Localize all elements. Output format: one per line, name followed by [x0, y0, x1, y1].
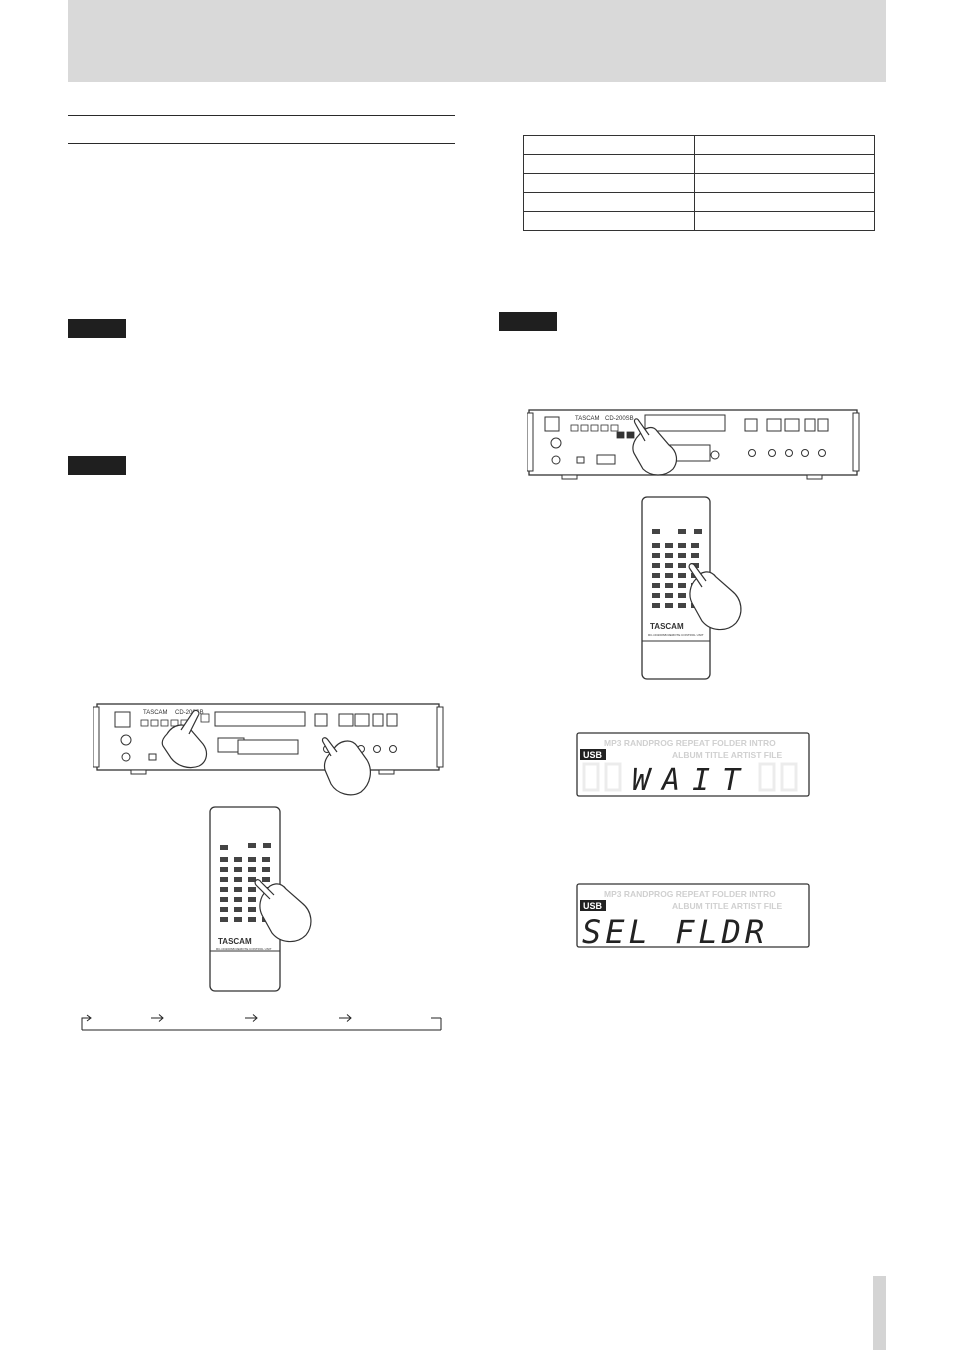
lcd-indicators-row2: ALBUM TITLE ARTIST FILE [672, 750, 783, 760]
note-tag-1 [68, 319, 126, 338]
lcd-indicators: MP3 RANDPROG REPEAT FOLDER INTRO [604, 738, 776, 748]
note-tag-3 [499, 312, 557, 331]
section-rule-top [68, 115, 455, 116]
lcd-wait-text: WAIT [632, 763, 752, 798]
remote-illustration-right: TASCAM RC-CD200SB REMOTE CONTROL UNIT [641, 496, 742, 680]
remote-label: RC-CD200SB REMOTE CONTROL UNIT [648, 633, 704, 637]
model-label: CD-200SB [605, 416, 634, 422]
page-edge-tab [873, 1276, 886, 1350]
lcd-indicators-row2: ALBUM TITLE ARTIST FILE [672, 901, 783, 911]
lcd-sel-fldr-text: SEL FLDR [582, 913, 768, 949]
table-row [523, 211, 875, 231]
table-row [523, 173, 875, 193]
cycle-arrow-diagram [81, 1014, 442, 1031]
page-header-band [68, 0, 886, 82]
remote-brand-left: TASCAM [218, 937, 252, 946]
remote-illustration-left: TASCAM RC-CD200SB REMOTE CONTROL UNIT [209, 806, 312, 992]
lcd-display-sel-fldr: MP3 RANDPROG REPEAT FOLDER INTRO USB ALB… [576, 883, 810, 949]
front-panel-illustration-left: TASCAM CD-200SB [93, 703, 444, 796]
lcd-indicators: MP3 RANDPROG REPEAT FOLDER INTRO [604, 889, 776, 899]
lcd-usb-badge: USB [583, 901, 603, 911]
remote-label-left: RC-CD200SB REMOTE CONTROL UNIT [216, 947, 272, 951]
front-panel-illustration-right: TASCAM CD-200SB [527, 409, 860, 480]
settings-table [523, 135, 875, 231]
table-row [523, 192, 875, 212]
remote-brand: TASCAM [650, 622, 684, 631]
brand-label: TASCAM [575, 416, 600, 422]
table-row [523, 135, 875, 155]
note-tag-2 [68, 456, 126, 475]
section-rule-bottom [68, 143, 455, 144]
lcd-usb-badge: USB [583, 750, 603, 760]
lcd-display-wait: MP3 RANDPROG REPEAT FOLDER INTRO USB ALB… [576, 732, 810, 798]
brand-label-left: TASCAM [143, 710, 168, 716]
model-label-left: CD-200SB [175, 710, 204, 716]
table-row [523, 154, 875, 174]
